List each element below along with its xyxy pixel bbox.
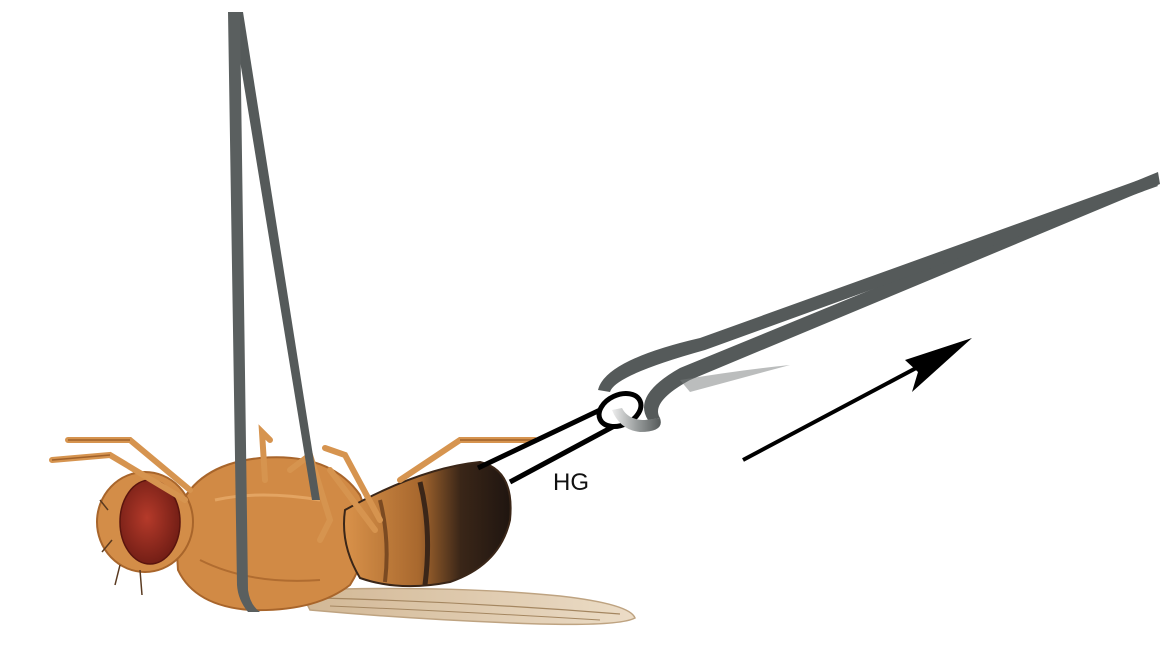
hindgut-label: HG: [553, 469, 589, 496]
hindgut: [478, 387, 646, 482]
pull-direction-arrow: [743, 338, 972, 460]
right-forceps: [598, 172, 1160, 432]
